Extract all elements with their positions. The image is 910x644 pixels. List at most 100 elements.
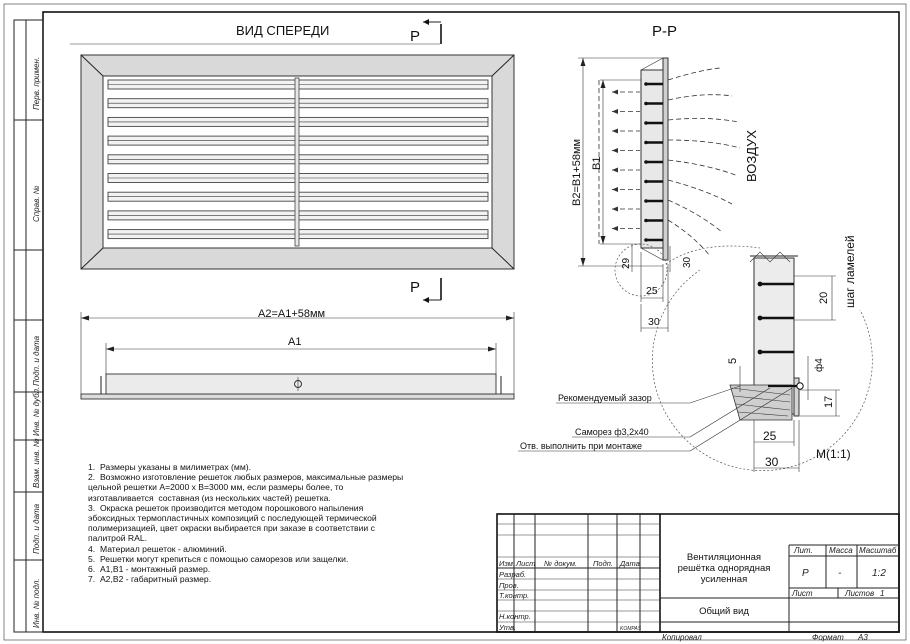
grille-front-view (80, 54, 515, 270)
side-label: Инв. № дубл. (32, 387, 41, 436)
dim-20: 20 (818, 292, 830, 304)
cut-label: Р (410, 28, 420, 45)
outer-border (3, 3, 907, 641)
section-blade-tip (644, 82, 648, 86)
airflow-curve (667, 199, 723, 233)
tb-scale-header: Масштаб (859, 546, 897, 555)
dimension-b1: В1 (591, 79, 641, 245)
airflow-arrowhead (612, 89, 618, 95)
tb-sheet-label: Лист (791, 589, 813, 598)
air-label: ВОЗДУХ (744, 130, 759, 182)
dim-29: 29 (621, 257, 632, 269)
airflow-curve (667, 118, 739, 123)
tb-doc-type: Общий вид (699, 606, 749, 617)
airflow-arrowhead (612, 128, 618, 134)
tb-stamp: KOMPAS (620, 626, 642, 632)
hole-label: Отв. выполнить при монтаже (520, 441, 642, 451)
tb-lit-value: Р (802, 568, 809, 579)
detail-dims: 20 шаг ламелей 5 ф4 17 25 30 М(1:1) (727, 235, 857, 472)
detail-blade-tip (757, 315, 763, 321)
tb-col-doc: № докум. (544, 559, 577, 568)
tb-format-value: А3 (857, 633, 868, 642)
airflow-curve (667, 94, 733, 101)
title-block: Изм. Лист № докум. Подп. Дата Разраб. Пр… (496, 513, 900, 642)
side-label: Подп. и дата (32, 503, 41, 554)
tb-name-line2: решётка однорядная (678, 563, 771, 574)
section-blade-tip (644, 179, 648, 184)
section-title: Р-Р (652, 23, 677, 40)
detail-circle-small (614, 243, 668, 297)
dim-a2-label: А2=А1+58мм (258, 308, 325, 320)
side-label: Взам. инв. № (32, 438, 41, 488)
note-line: 3. Окраска решеток производится методом … (88, 502, 364, 513)
tb-name-line3: усиленная (701, 574, 747, 585)
detail-scale-label: М(1:1) (816, 447, 851, 461)
detail-leader (665, 245, 761, 265)
tb-row-tkontr: Т.контр. (499, 591, 529, 600)
tb-mass-header: Масса (829, 546, 853, 555)
airflow-arrowhead (612, 109, 618, 114)
tb-col-list: Лист (515, 559, 535, 568)
dimension-a2: А2=А1+58мм (81, 308, 514, 321)
tb-row-razrab: Разраб. (499, 570, 526, 579)
note-line: 6. А1,В1 - монтажный размер. (88, 564, 211, 575)
gap-label: Рекомендуемый зазор (558, 393, 652, 403)
tb-name-line1: Вентиляционная (687, 552, 761, 563)
tb-row-nkontr: Н.контр. (499, 612, 531, 621)
detail-blade-tip (757, 281, 763, 287)
dim-25-detail: 25 (763, 429, 777, 443)
side-label: Перв. примен. (32, 57, 41, 110)
note-line: эбоксидных термопластичных композиций с … (88, 513, 377, 524)
airflow-curve (667, 159, 739, 177)
dim-5: 5 (727, 358, 739, 364)
tb-row-prov: Пров. (499, 581, 519, 590)
section-blade-tip (644, 199, 648, 203)
tb-col-sign: Подп. (593, 559, 613, 568)
section-blade-tip (644, 121, 648, 125)
notes-block: 1. Размеры указаны в милиметрах (мм). 2.… (88, 462, 498, 584)
airflow-curve (667, 179, 733, 205)
tb-lit-header: Лит. (793, 546, 813, 555)
cut-label: Р (410, 279, 420, 296)
airflow-arrowhead (612, 206, 618, 212)
dim-30-top: 30 (648, 316, 660, 328)
section-blade-tip (644, 218, 648, 223)
side-label: Инв. № подл. (32, 578, 41, 628)
dim-30-detail: 30 (765, 455, 779, 469)
side-label: Справ. № (32, 185, 41, 222)
tb-col-izm: Изм. (499, 559, 515, 568)
airflow-arrowhead (612, 148, 618, 153)
airflow-curve (667, 219, 711, 257)
dim-17: 17 (823, 396, 835, 408)
tb-col-date: Дата (619, 559, 640, 568)
cut-mark-top: Р (410, 19, 442, 45)
dimension-b2: В2=В1+58мм (571, 57, 663, 267)
note-line: палитрой RAL. (88, 533, 148, 544)
note-line: цельной решетки А=2000 х В=3000 мм, если… (88, 482, 344, 493)
airflow-arrowhead (612, 167, 618, 173)
detail-blade-tip (757, 349, 763, 355)
dim-b2-label: В2=В1+58мм (571, 139, 583, 206)
dim-30-right: 30 (682, 256, 693, 268)
note-line: полимеризацией, цвет окраски выбирается … (88, 523, 375, 534)
note-line: 7. А2,В2 - габаритный размер. (88, 574, 212, 585)
tb-sheets-value: 1 (880, 589, 884, 598)
note-line: 4. Материал решеток - алюминий. (88, 543, 227, 554)
note-line: 2. Возможно изготовление решеток любых р… (88, 472, 404, 483)
tb-sheets-label: Листов (844, 589, 874, 598)
front-view-title: ВИД СПЕРЕДИ (236, 23, 329, 38)
dim-phi4: ф4 (813, 358, 825, 372)
dim-25-top: 25 (646, 285, 658, 297)
airflow-arrowhead (612, 226, 618, 231)
tb-mass-value: - (838, 568, 842, 579)
section-blade-tip (644, 238, 648, 242)
detail-view (729, 251, 804, 421)
section-blade-tip (644, 140, 648, 145)
tb-row-utv: Утв. (498, 623, 516, 632)
grille-top-view (80, 373, 515, 400)
note-line: 5. Решетки могут крепиться с помощью сам… (88, 553, 349, 564)
side-label-strip: Перв. примен. Справ. № Подп. и дата Инв.… (13, 19, 44, 633)
note-line: 1. Размеры указаны в милиметрах (мм). (88, 462, 251, 472)
tb-scale-value: 1:2 (872, 568, 886, 579)
